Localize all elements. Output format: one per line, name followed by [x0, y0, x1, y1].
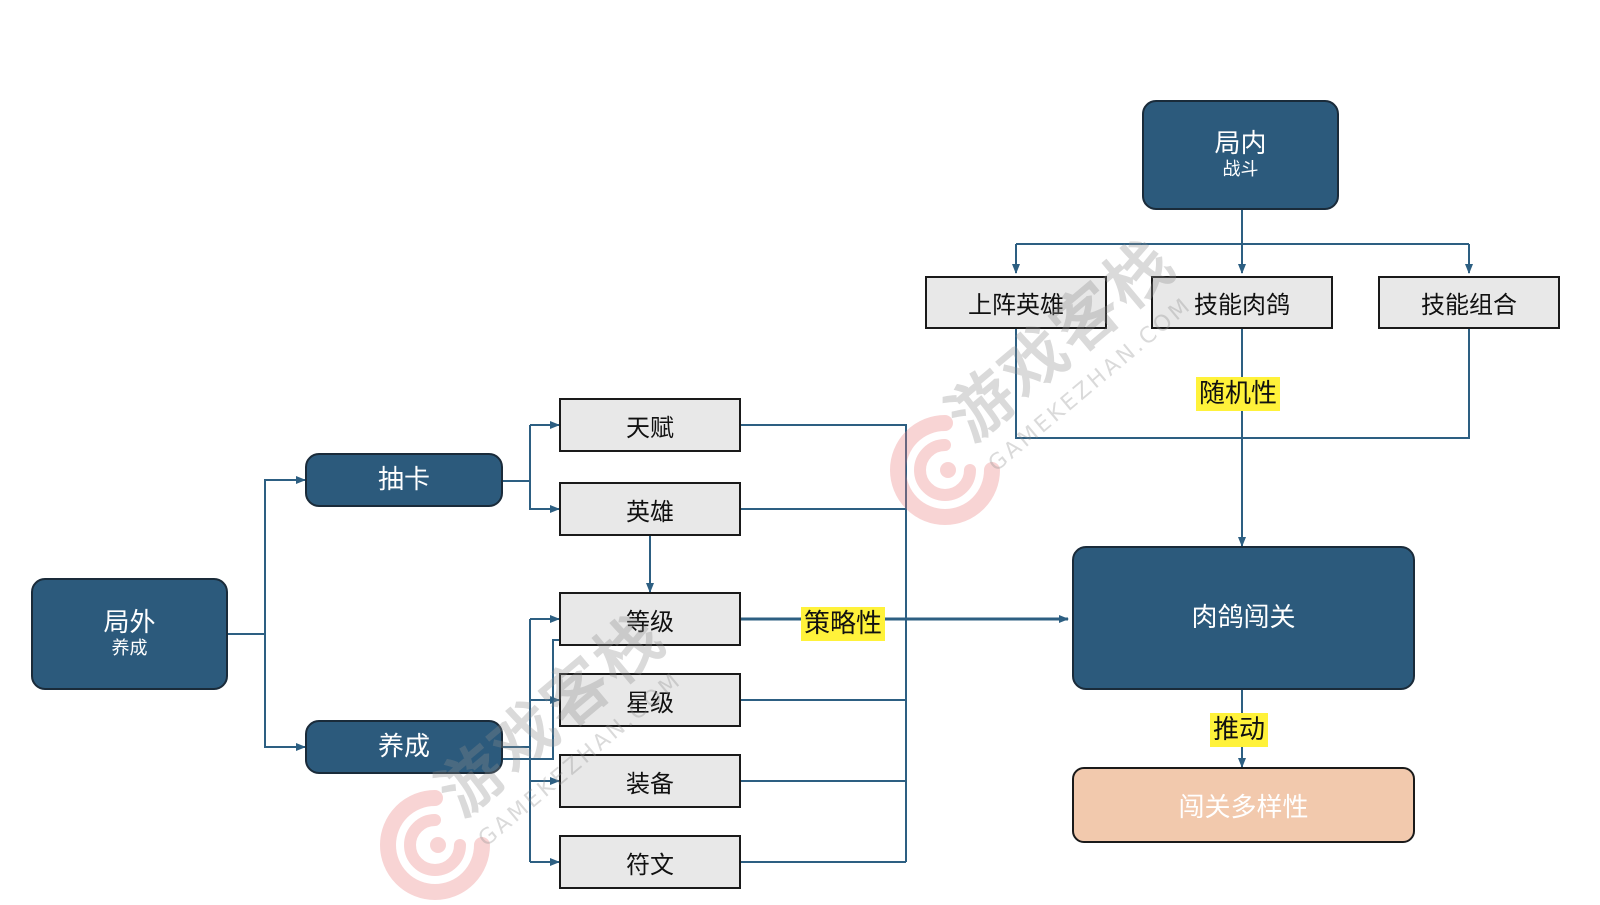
node-skill-combo-label: 技能组合 [1421, 291, 1517, 319]
node-roguelike-levels: 肉鸽闯关 [1072, 546, 1415, 690]
node-hero: 英雄 [559, 482, 741, 536]
node-equipment: 装备 [559, 754, 741, 808]
arrow-gacha-to-hero [529, 481, 560, 513]
node-equipment-label: 装备 [626, 769, 674, 798]
connector-outer [228, 479, 301, 635]
node-star-label: 星级 [626, 688, 674, 717]
node-deploy-heroes-label: 上阵英雄 [968, 291, 1064, 319]
node-skill-roguelike-label: 技能肉鸽 [1194, 291, 1290, 319]
node-level-variety: 闯关多样性 [1072, 767, 1415, 843]
edge-label-randomness: 随机性 [1196, 377, 1281, 411]
connector-cultivate [503, 619, 531, 862]
node-deploy-heroes: 上阵英雄 [925, 276, 1107, 329]
node-gacha: 抽卡 [305, 453, 503, 507]
node-cultivate: 养成 [305, 720, 503, 774]
node-rune-label: 符文 [626, 850, 674, 879]
edge-label-drive: 推动 [1210, 713, 1269, 747]
node-outer-cultivation: 局外 养成 [31, 578, 228, 690]
node-talent: 天赋 [559, 398, 741, 452]
node-hero-label: 英雄 [626, 497, 674, 526]
arrow-outer-to-cultivate [264, 634, 306, 751]
node-rune: 符文 [559, 835, 741, 889]
node-inner-subtitle: 战斗 [1222, 159, 1259, 181]
node-star: 星级 [559, 673, 741, 727]
connector-talent-bracket [741, 424, 907, 862]
node-inner-battle: 局内 战斗 [1142, 100, 1339, 210]
node-inner-title: 局内 [1214, 128, 1267, 159]
node-skill-roguelike: 技能肉鸽 [1151, 276, 1333, 329]
node-outer-title: 局外 [103, 607, 156, 638]
node-level-label: 等级 [626, 607, 674, 636]
node-roguelike-levels-label: 肉鸽闯关 [1191, 602, 1296, 633]
node-skill-combo: 技能组合 [1378, 276, 1560, 329]
node-level-variety-label: 闯关多样性 [1178, 792, 1309, 823]
node-cultivate-label: 养成 [377, 731, 430, 762]
node-level: 等级 [559, 592, 741, 646]
edge-label-strategy: 策略性 [801, 607, 886, 641]
node-gacha-label: 抽卡 [377, 464, 430, 495]
node-talent-label: 天赋 [626, 413, 674, 442]
connector-gacha [503, 425, 531, 482]
node-outer-subtitle: 养成 [111, 638, 148, 660]
